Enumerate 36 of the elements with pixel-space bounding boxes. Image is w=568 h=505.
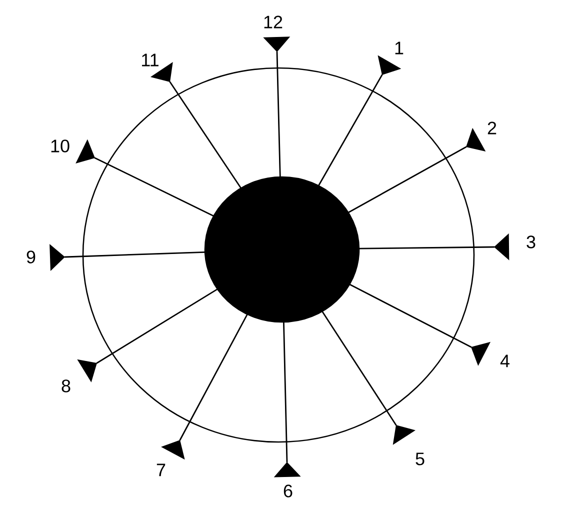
terminal-triangle bbox=[50, 244, 65, 271]
terminal-number: 11 bbox=[142, 54, 158, 66]
spoke-line bbox=[349, 284, 472, 348]
terminal-number: 12 bbox=[264, 16, 282, 28]
terminal-triangle bbox=[471, 342, 491, 366]
terminal-triangle bbox=[494, 233, 510, 260]
terminal-number: 4 bbox=[500, 354, 510, 368]
spoke-line bbox=[179, 314, 248, 441]
terminal-number: 3 bbox=[526, 236, 536, 248]
terminal-triangle bbox=[392, 425, 416, 445]
terminal-triangle bbox=[77, 359, 97, 382]
terminal-number: 8 bbox=[62, 380, 70, 392]
outer-circle bbox=[82, 67, 475, 443]
spoke-line bbox=[318, 74, 383, 186]
spoke-line bbox=[358, 246, 495, 250]
spoke-line bbox=[96, 288, 218, 364]
terminal-number: 5 bbox=[416, 452, 424, 466]
terminal-triangle bbox=[466, 128, 486, 152]
spoke-line bbox=[322, 311, 397, 426]
spoke-line bbox=[64, 251, 206, 258]
terminal-number: 6 bbox=[284, 484, 292, 498]
terminal-number: 10 bbox=[51, 140, 70, 152]
spoke-line bbox=[169, 81, 242, 188]
terminal-triangle bbox=[161, 440, 185, 460]
spoke-line bbox=[283, 322, 288, 463]
terminal-triangle bbox=[76, 139, 95, 164]
terminal-triangle bbox=[263, 36, 290, 52]
spoke-line bbox=[276, 51, 281, 178]
terminal-number: 9 bbox=[26, 250, 36, 264]
terminal-number: 1 bbox=[395, 42, 404, 54]
terminal-number: 7 bbox=[156, 464, 166, 476]
central-disk bbox=[204, 176, 360, 323]
terminal-number: 2 bbox=[488, 122, 496, 134]
terminal-triangle bbox=[378, 55, 402, 75]
spoke-line bbox=[348, 146, 467, 213]
terminal-triangle bbox=[274, 462, 301, 478]
